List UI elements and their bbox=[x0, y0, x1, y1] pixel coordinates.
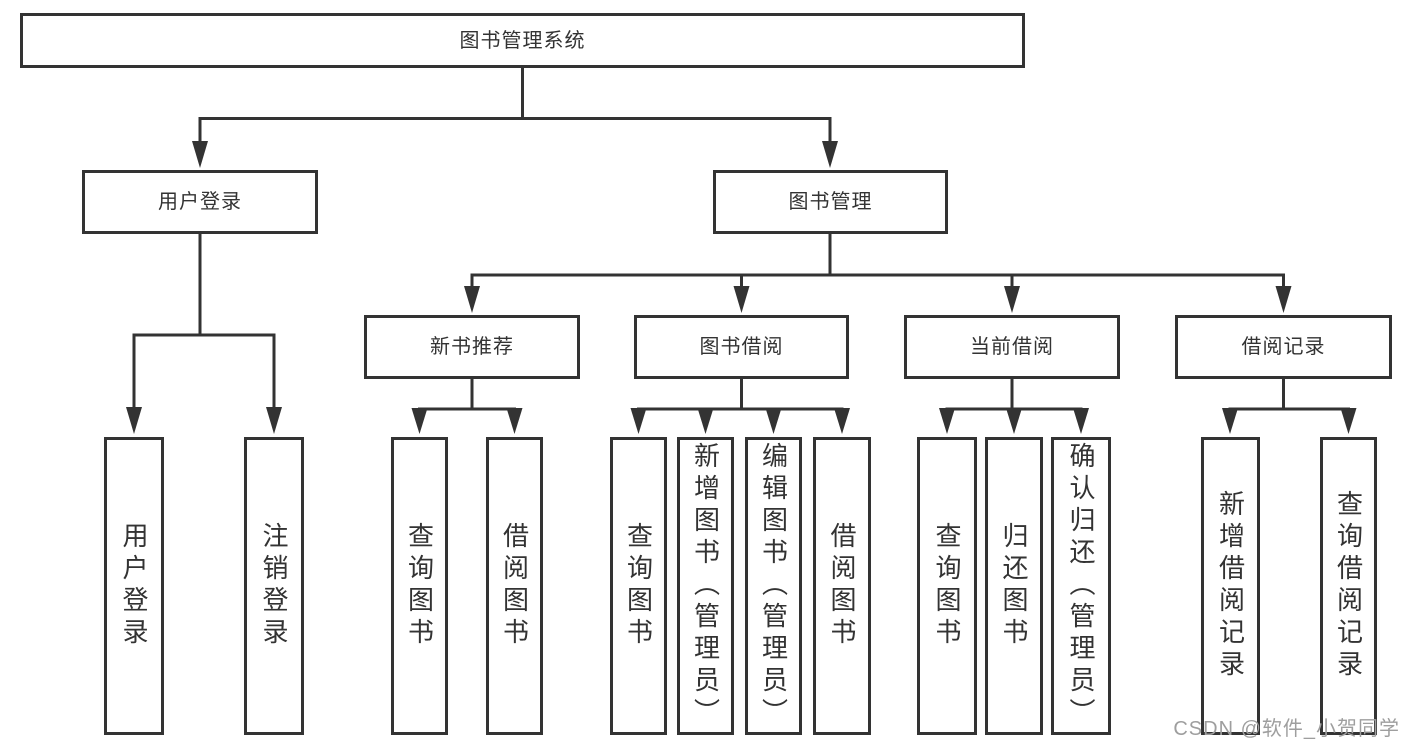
arrowhead-icon bbox=[697, 408, 714, 434]
edge-current-borrow-children bbox=[939, 377, 1089, 434]
arrowhead-icon bbox=[411, 408, 428, 434]
arrowhead-icon bbox=[630, 408, 647, 434]
arrowhead-icon bbox=[506, 408, 523, 434]
node-label: 图书管理系统 bbox=[459, 29, 586, 52]
leaf-borrow-edit-books-admin: 编辑图书（管理员） bbox=[745, 437, 802, 735]
edge-book-borrow-children bbox=[630, 377, 850, 434]
arrowhead-icon bbox=[464, 286, 480, 313]
node-book-borrow: 图书借阅 bbox=[634, 315, 849, 379]
arrowhead-icon bbox=[192, 141, 208, 168]
node-label: 新增图书（管理员） bbox=[690, 442, 721, 730]
arrowhead-icon bbox=[765, 408, 782, 434]
edge-root-children bbox=[192, 66, 838, 168]
leaf-newbook-borrow-books: 借阅图书 bbox=[486, 437, 543, 735]
node-label: 归还图书 bbox=[999, 522, 1029, 650]
node-label: 编辑图书（管理员） bbox=[758, 442, 789, 730]
watermark-csdn: CSDN @软件_小贺同学 bbox=[1173, 718, 1400, 740]
arrowhead-icon bbox=[1275, 286, 1292, 313]
node-label: 查询借阅记录 bbox=[1333, 490, 1364, 682]
leaf-records-query-borrow-record: 查询借阅记录 bbox=[1320, 437, 1377, 735]
node-label: 图书借阅 bbox=[699, 336, 784, 358]
node-label: 借阅图书 bbox=[827, 522, 857, 650]
leaf-records-add-borrow-record: 新增借阅记录 bbox=[1201, 437, 1260, 735]
arrowhead-icon bbox=[822, 141, 838, 168]
leaf-current-confirm-return-admin: 确认归还（管理员） bbox=[1051, 437, 1111, 735]
arrowhead-icon bbox=[1004, 286, 1020, 313]
leaf-borrow-borrow-books: 借阅图书 bbox=[813, 437, 871, 735]
node-label: 注销登录 bbox=[259, 522, 289, 650]
leaf-borrow-add-books-admin: 新增图书（管理员） bbox=[677, 437, 734, 735]
leaf-newbook-query-books: 查询图书 bbox=[391, 437, 448, 735]
edge-borrow-records-children bbox=[1222, 377, 1357, 434]
edge-book-mgmt-children bbox=[464, 232, 1292, 313]
node-new-book-recommend: 新书推荐 bbox=[364, 315, 580, 379]
arrowhead-icon bbox=[1222, 408, 1238, 434]
node-label: 确认归还（管理员） bbox=[1066, 442, 1096, 730]
node-label: 当前借阅 bbox=[970, 336, 1054, 358]
node-label: 图书管理 bbox=[788, 191, 873, 213]
leaf-current-return-books: 归还图书 bbox=[985, 437, 1043, 735]
arrowhead-icon bbox=[733, 286, 750, 313]
node-user-login: 用户登录 bbox=[82, 170, 318, 234]
leaf-user-login: 用户登录 bbox=[104, 437, 164, 735]
leaf-current-query-books: 查询图书 bbox=[917, 437, 977, 735]
node-label: 查询图书 bbox=[623, 522, 654, 650]
arrowhead-icon bbox=[834, 408, 850, 434]
arrowhead-icon bbox=[126, 407, 142, 434]
node-book-management: 图书管理 bbox=[713, 170, 948, 234]
arrowhead-icon bbox=[1340, 408, 1357, 434]
node-label: 查询图书 bbox=[404, 522, 435, 650]
leaf-borrow-query-books: 查询图书 bbox=[610, 437, 667, 735]
node-label: 借阅图书 bbox=[499, 522, 530, 650]
arrowhead-icon bbox=[266, 407, 282, 434]
node-label: 借阅记录 bbox=[1241, 336, 1326, 358]
node-label: 新增借阅记录 bbox=[1215, 490, 1246, 682]
arrowhead-icon bbox=[1073, 408, 1089, 434]
node-label: 用户登录 bbox=[158, 191, 242, 213]
node-label: 查询图书 bbox=[932, 522, 962, 650]
node-current-borrow: 当前借阅 bbox=[904, 315, 1120, 379]
leaf-logout: 注销登录 bbox=[244, 437, 304, 735]
node-borrow-records: 借阅记录 bbox=[1175, 315, 1392, 379]
node-label: 用户登录 bbox=[119, 522, 149, 650]
arrowhead-icon bbox=[939, 408, 955, 434]
edge-user-login-children bbox=[126, 232, 282, 434]
node-library-management-system: 图书管理系统 bbox=[20, 13, 1025, 68]
node-label: 新书推荐 bbox=[430, 336, 514, 358]
edge-new-book-children bbox=[411, 377, 523, 434]
arrowhead-icon bbox=[1006, 408, 1022, 434]
